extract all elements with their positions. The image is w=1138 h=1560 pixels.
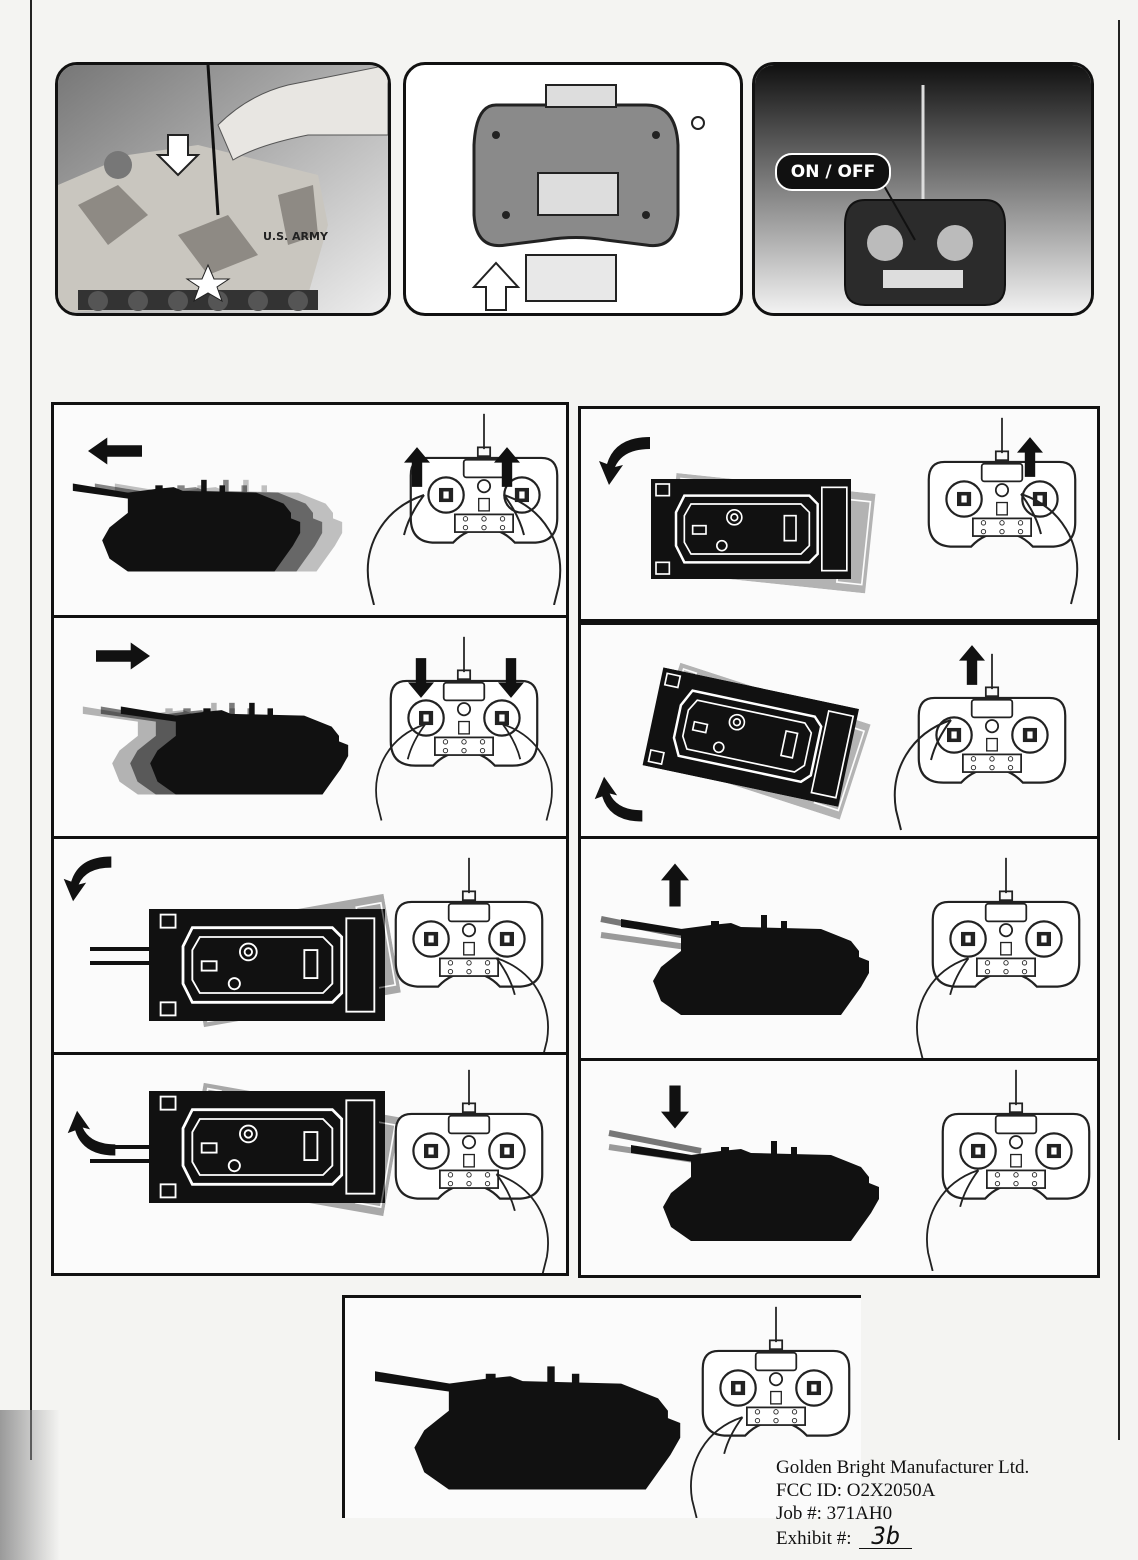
exhibit-value: 3b [859, 1525, 912, 1549]
job-number: Job #: 371AH0 [776, 1502, 1106, 1525]
panel-forward [51, 402, 569, 618]
arrow-right-icon [96, 643, 150, 670]
page-border-left [30, 0, 32, 1460]
panel-backward [51, 615, 569, 843]
exhibit-line: Exhibit #: 3b [776, 1525, 1106, 1550]
tank-side-silhouette [375, 1366, 680, 1489]
panel-barrel-up [578, 836, 1100, 1064]
tank-top-silhouette [651, 479, 851, 579]
panel-rotate-right [578, 622, 1100, 842]
panel-barrel-down [578, 1058, 1100, 1278]
remote-power-photo: ON / OFF [752, 62, 1094, 316]
panel-rotate-left [578, 406, 1100, 622]
panel-turret-left [51, 836, 569, 1056]
curved-arrow-icon [599, 437, 650, 485]
scan-shadow [0, 1410, 60, 1560]
tank-marking: U.S. ARMY [263, 230, 328, 243]
fcc-label: Golden Bright Manufacturer Ltd. FCC ID: … [776, 1456, 1106, 1550]
arrow-left-icon [88, 438, 142, 465]
fcc-id: FCC ID: O2X2050A [776, 1479, 1106, 1502]
company-name: Golden Bright Manufacturer Ltd. [776, 1456, 1106, 1479]
remote-battery-photo [403, 62, 743, 316]
exhibit-label: Exhibit #: [776, 1528, 851, 1549]
page-border-right [1118, 20, 1120, 1440]
power-switch-label: ON / OFF [775, 153, 891, 191]
tank-battery-photo: U.S. ARMY [55, 62, 391, 316]
panel-turret-right [51, 1052, 569, 1276]
